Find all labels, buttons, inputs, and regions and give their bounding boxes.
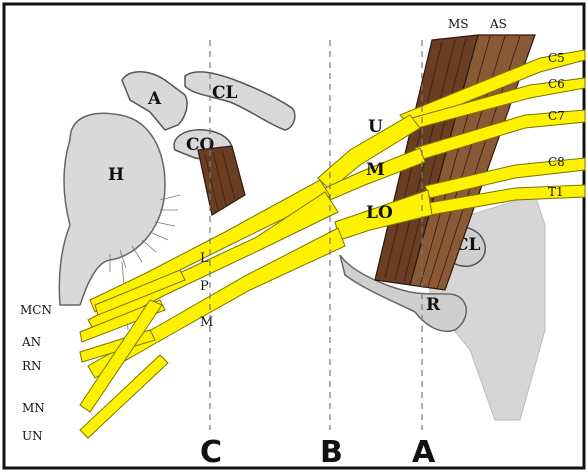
branch-label-mn: MN [22,401,45,415]
medial-cord-label: M [200,315,213,330]
upper-trunk-label: U [368,117,383,137]
clavicle-top-label: CL [212,83,238,103]
section-label-a: A [412,435,436,470]
lateral-cord-label: L [200,251,209,266]
section-label-c: C [200,435,222,470]
branch-label-an: AN [21,335,41,349]
middle-trunk-label: M [366,160,385,180]
anterior-scalene-label: AS [489,17,507,31]
section-label-b: B [320,435,343,470]
humerus-label: H [108,165,124,185]
root-label-c7: C7 [548,109,565,123]
middle-scalene-label: MS [448,17,469,31]
branch-label-rn: RN [22,359,42,373]
branch-label-mcn: MCN [20,303,52,317]
branch-label-un: UN [22,429,43,443]
root-label-t1: T1 [548,185,564,199]
rib-label: R [426,295,441,315]
acromion-label: A [147,89,162,109]
root-label-c5: C5 [548,51,565,65]
root-label-c6: C6 [548,77,565,91]
posterior-cord-label: P [200,279,209,294]
lower-trunk-label: LO [366,203,393,223]
root-label-c8: C8 [548,155,565,169]
